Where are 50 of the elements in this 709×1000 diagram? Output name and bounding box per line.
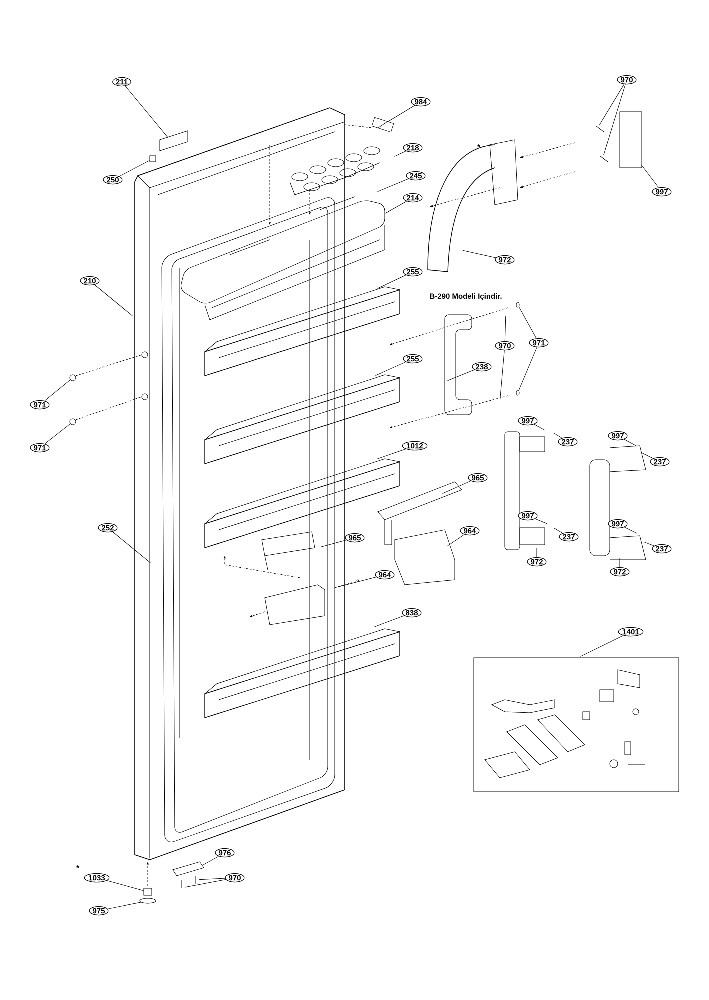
leader-line [44,424,71,444]
leader-line [580,635,624,657]
plate-drawing [372,117,394,133]
square-part [144,888,152,896]
leader-line [106,880,144,892]
leader-line [377,275,406,289]
leader-line [376,362,406,376]
leader-line [604,84,626,156]
leader-line [112,532,151,564]
leader-line [108,902,142,910]
leader-line [536,548,538,558]
leader-line [462,250,496,258]
leader-line [534,424,546,431]
leader-line [518,306,537,339]
leader-line [385,201,408,214]
leader-line [394,151,406,157]
leader-line [119,160,150,177]
leader-line [447,534,465,547]
round-part [70,374,76,382]
leader-line [554,433,562,439]
round-part [516,390,520,396]
square-part [150,156,156,162]
leader-line [599,84,625,126]
leader-line [198,878,226,880]
leader-line [125,86,168,138]
leader-line [624,439,638,447]
leader-line [448,370,475,382]
leader-line [338,576,377,588]
leader-line [44,380,71,402]
leader-line [500,350,505,400]
leader-line [94,284,133,316]
leader-line [518,347,538,391]
leader-line [442,480,472,494]
leader-line [374,616,405,628]
leader-line [554,528,564,534]
leader-line [535,518,548,524]
round-part [140,898,156,904]
leader-line [378,178,409,192]
round-part [516,302,520,308]
leader-line [388,105,416,122]
leader-line [378,448,406,460]
leader-line [504,316,506,342]
round-part [70,418,76,426]
leader-line [642,453,654,459]
leader-line [624,527,638,534]
leader-line [202,856,219,866]
leader-line [184,879,226,888]
leader-line [320,540,347,548]
leader-line [642,165,659,188]
leader-line [644,542,655,546]
